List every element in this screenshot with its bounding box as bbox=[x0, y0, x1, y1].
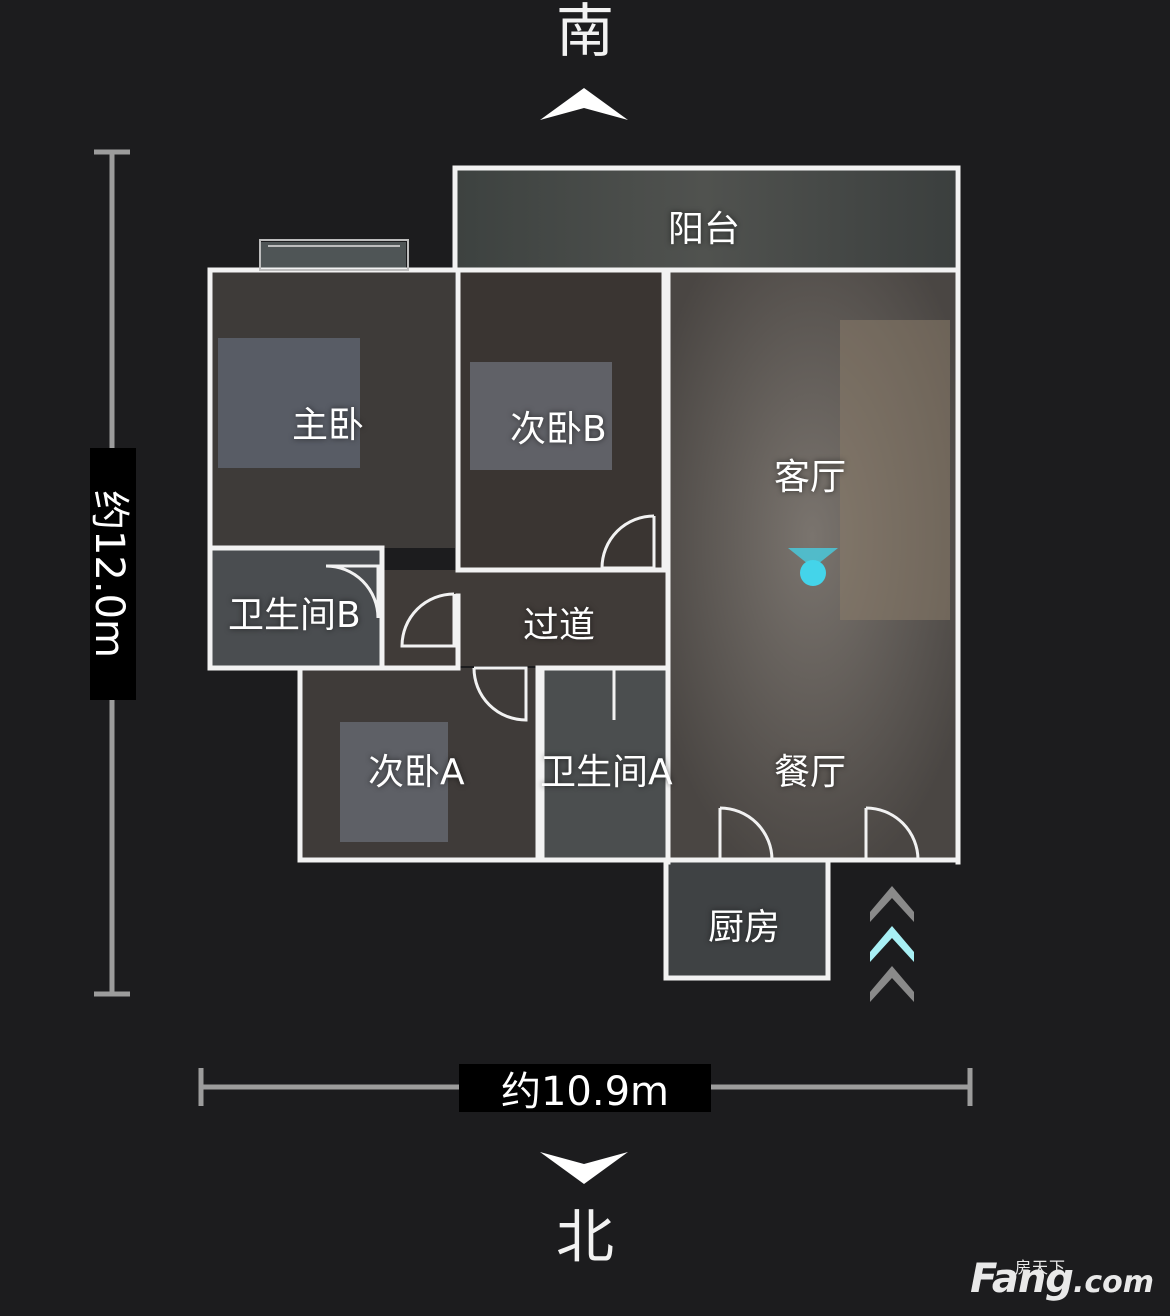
room-floors bbox=[210, 168, 956, 978]
compass-north-label: 北 bbox=[555, 1203, 614, 1271]
height-dimension-label: 约12.0m bbox=[86, 448, 136, 700]
door-swings bbox=[325, 514, 920, 862]
south-arrow-icon bbox=[540, 88, 628, 120]
room-label-second-bedroom-a: 次卧A bbox=[368, 752, 465, 793]
room-label-dining-room: 餐厅 bbox=[774, 752, 847, 793]
room-label-living-room: 客厅 bbox=[774, 457, 847, 498]
bathroom-a-floor bbox=[540, 668, 666, 860]
entrance-chevrons-icon bbox=[870, 886, 914, 1002]
kitchen-floor bbox=[668, 862, 828, 978]
room-label-bathroom-b: 卫生间B bbox=[228, 595, 361, 636]
corridor-floor bbox=[382, 570, 668, 666]
viewer-position-marker bbox=[788, 548, 838, 586]
room-label-balcony: 阳台 bbox=[668, 209, 741, 250]
width-dimension-label: 约10.9m bbox=[459, 1064, 711, 1115]
room-label-bathroom-a: 卫生间A bbox=[540, 752, 673, 793]
fang-logo: 房天下 Fang.com bbox=[970, 1256, 1154, 1302]
room-label-kitchen: 厨房 bbox=[708, 907, 781, 948]
compass-south-label: 南 bbox=[555, 0, 614, 65]
north-arrow-icon bbox=[540, 1152, 628, 1184]
room-label-master-bedroom: 主卧 bbox=[292, 405, 365, 446]
balcony-floor bbox=[455, 168, 955, 270]
bathroom-b-floor bbox=[210, 548, 382, 666]
windows bbox=[259, 239, 409, 271]
room-label-corridor: 过道 bbox=[523, 605, 596, 646]
room-label-second-bedroom-b: 次卧B bbox=[510, 409, 607, 450]
